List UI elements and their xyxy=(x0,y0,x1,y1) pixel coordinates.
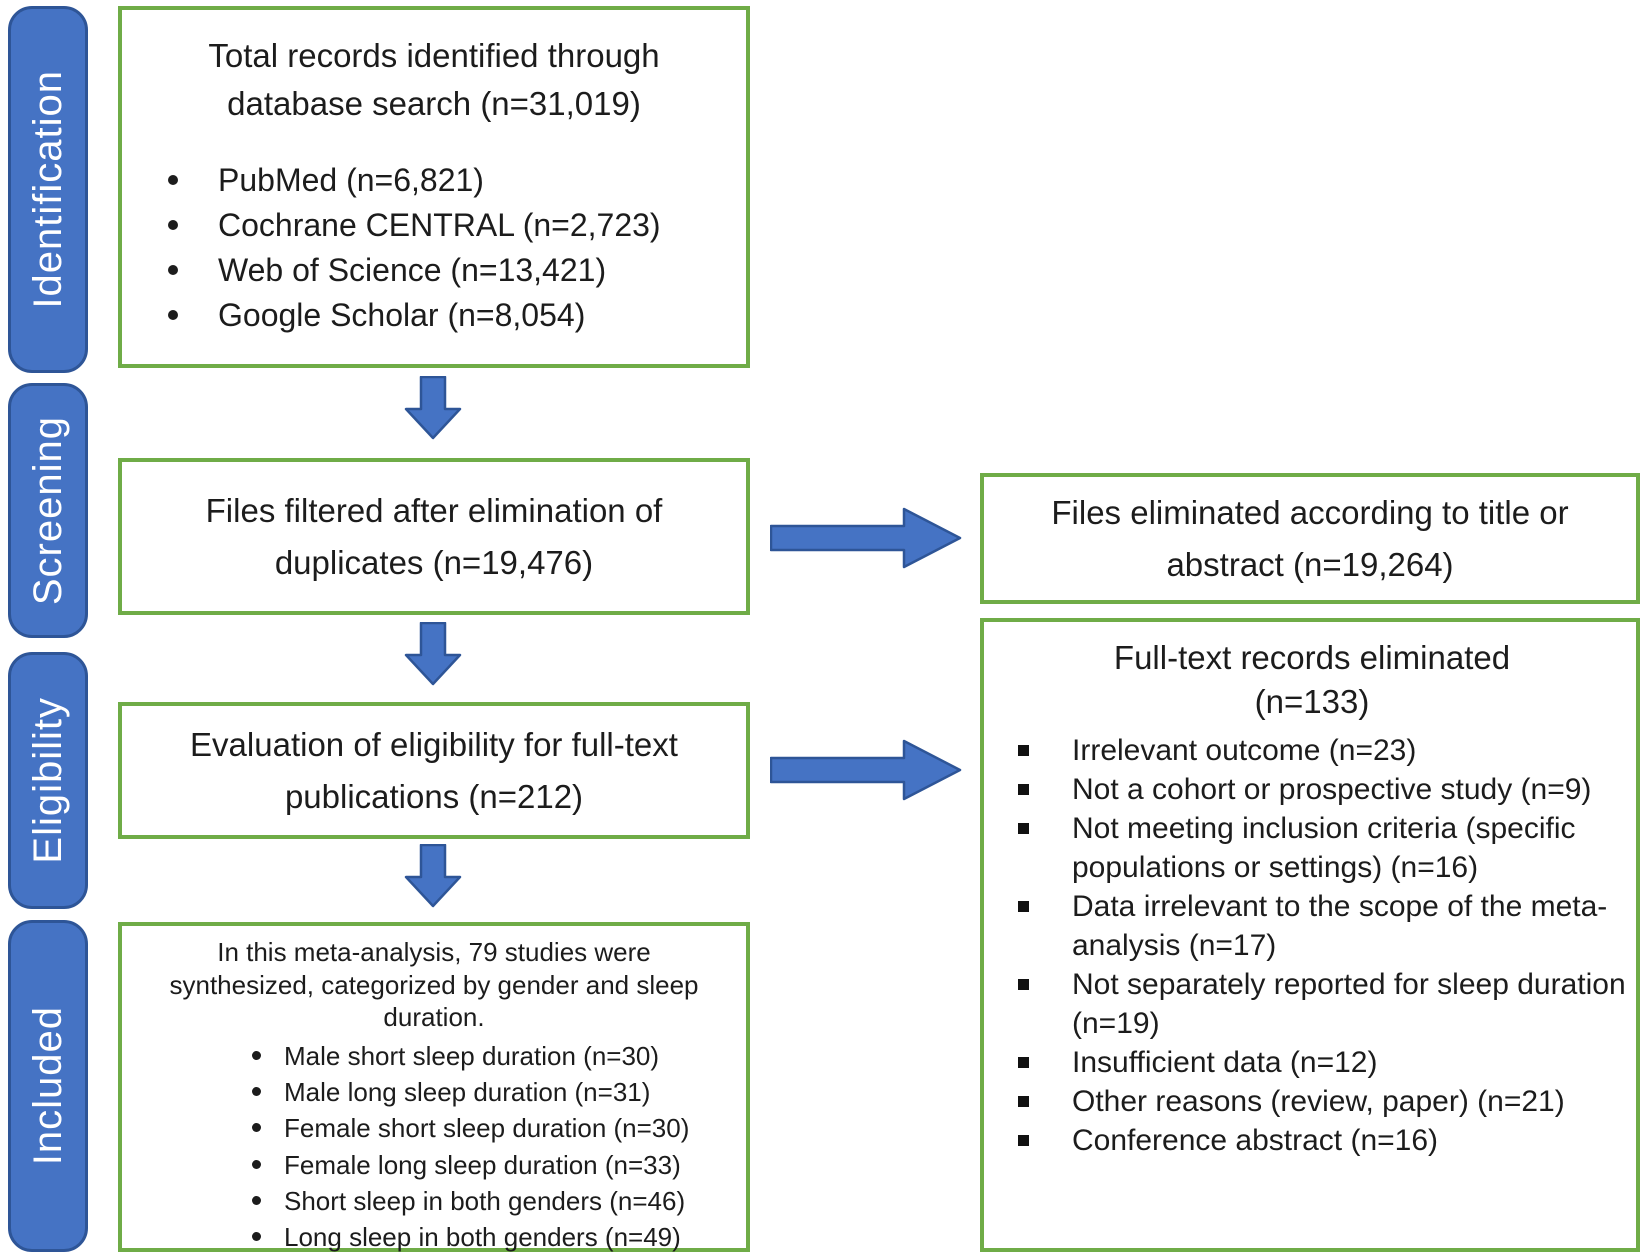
text-line: In this meta-analysis, 79 studies were xyxy=(217,937,651,967)
duplicates-filtered-box: Files filtered after elimination of dupl… xyxy=(118,458,750,615)
list-item: Web of Science (n=13,421) xyxy=(122,254,746,286)
list-item: Long sleep in both genders (n=49) xyxy=(122,1219,746,1255)
eligibility-evaluation-text: Evaluation of eligibility for full-text … xyxy=(190,719,678,821)
down-arrow-icon xyxy=(404,621,462,686)
list-item: Conference abstract (n=16) xyxy=(996,1121,1628,1160)
fulltext-eliminated-box: Full-text records eliminated (n=133) Irr… xyxy=(980,618,1640,1252)
list-item: PubMed (n=6,821) xyxy=(122,164,746,196)
records-identified-box: Total records identified through databas… xyxy=(118,6,750,368)
down-arrow-icon xyxy=(404,375,462,440)
stage-label-screening: Screening xyxy=(8,383,88,638)
list-item: Female short sleep duration (n=30) xyxy=(122,1110,746,1146)
text-line: duration. xyxy=(383,1002,485,1032)
right-arrow-icon xyxy=(769,506,962,570)
stage-label-text: Identification xyxy=(25,70,70,309)
database-source-list: PubMed (n=6,821) Cochrane CENTRAL (n=2,7… xyxy=(122,164,746,331)
list-item: Cochrane CENTRAL (n=2,723) xyxy=(122,209,746,241)
text-line: publications (n=212) xyxy=(284,777,584,815)
duplicates-filtered-text: Files filtered after elimination of dupl… xyxy=(206,485,663,587)
text-line: Evaluation of eligibility for full-text xyxy=(190,726,678,764)
right-arrow-icon xyxy=(769,738,962,802)
list-item: Insufficient data (n=12) xyxy=(996,1043,1628,1082)
list-item: Short sleep in both genders (n=46) xyxy=(122,1183,746,1219)
fulltext-eliminated-title: Full-text records eliminated (n=133) xyxy=(996,636,1628,723)
list-item: Male short sleep duration (n=30) xyxy=(122,1038,746,1074)
title-line: database search (n=31,019) xyxy=(227,84,641,122)
text-line: Files filtered after elimination of xyxy=(205,492,663,530)
list-item: Not meeting inclusion criteria (specific… xyxy=(996,809,1628,887)
included-studies-intro: In this meta-analysis, 79 studies were s… xyxy=(122,936,746,1034)
stage-label-text: Included xyxy=(25,1006,70,1166)
down-arrow-icon xyxy=(404,843,462,908)
stage-label-text: Eligibility xyxy=(25,697,70,864)
list-item: Female long sleep duration (n=33) xyxy=(122,1147,746,1183)
list-item: Irrelevant outcome (n=23) xyxy=(996,731,1628,770)
list-item: Other reasons (review, paper) (n=21) xyxy=(996,1082,1628,1121)
list-item: Not separately reported for sleep durati… xyxy=(996,965,1628,1043)
text-line: Files eliminated according to title or xyxy=(1051,494,1569,532)
list-item: Google Scholar (n=8,054) xyxy=(122,299,746,331)
records-identified-title: Total records identified through databas… xyxy=(122,32,746,128)
text-line: duplicates (n=19,476) xyxy=(274,543,594,581)
list-item: Male long sleep duration (n=31) xyxy=(122,1074,746,1110)
title-abstract-eliminated-box: Files eliminated according to title or a… xyxy=(980,473,1640,604)
text-line: abstract (n=19,264) xyxy=(1166,545,1454,583)
eligibility-evaluation-box: Evaluation of eligibility for full-text … xyxy=(118,702,750,839)
included-category-list: Male short sleep duration (n=30) Male lo… xyxy=(122,1038,746,1256)
title-line: Total records identified through xyxy=(208,37,660,74)
included-studies-box: In this meta-analysis, 79 studies were s… xyxy=(118,922,750,1252)
exclusion-reason-list: Irrelevant outcome (n=23) Not a cohort o… xyxy=(996,731,1628,1160)
stage-label-text: Screening xyxy=(25,415,70,606)
title-line: (n=133) xyxy=(1254,682,1370,720)
stage-label-identification: Identification xyxy=(8,6,88,373)
text-line: synthesized, categorized by gender and s… xyxy=(169,969,699,1000)
stage-label-included: Included xyxy=(8,920,88,1252)
title-abstract-eliminated-text: Files eliminated according to title or a… xyxy=(1051,487,1568,589)
list-item: Data irrelevant to the scope of the meta… xyxy=(996,887,1628,965)
title-line: Full-text records eliminated xyxy=(1113,639,1511,676)
list-item: Not a cohort or prospective study (n=9) xyxy=(996,770,1628,809)
stage-label-eligibility: Eligibility xyxy=(8,652,88,909)
